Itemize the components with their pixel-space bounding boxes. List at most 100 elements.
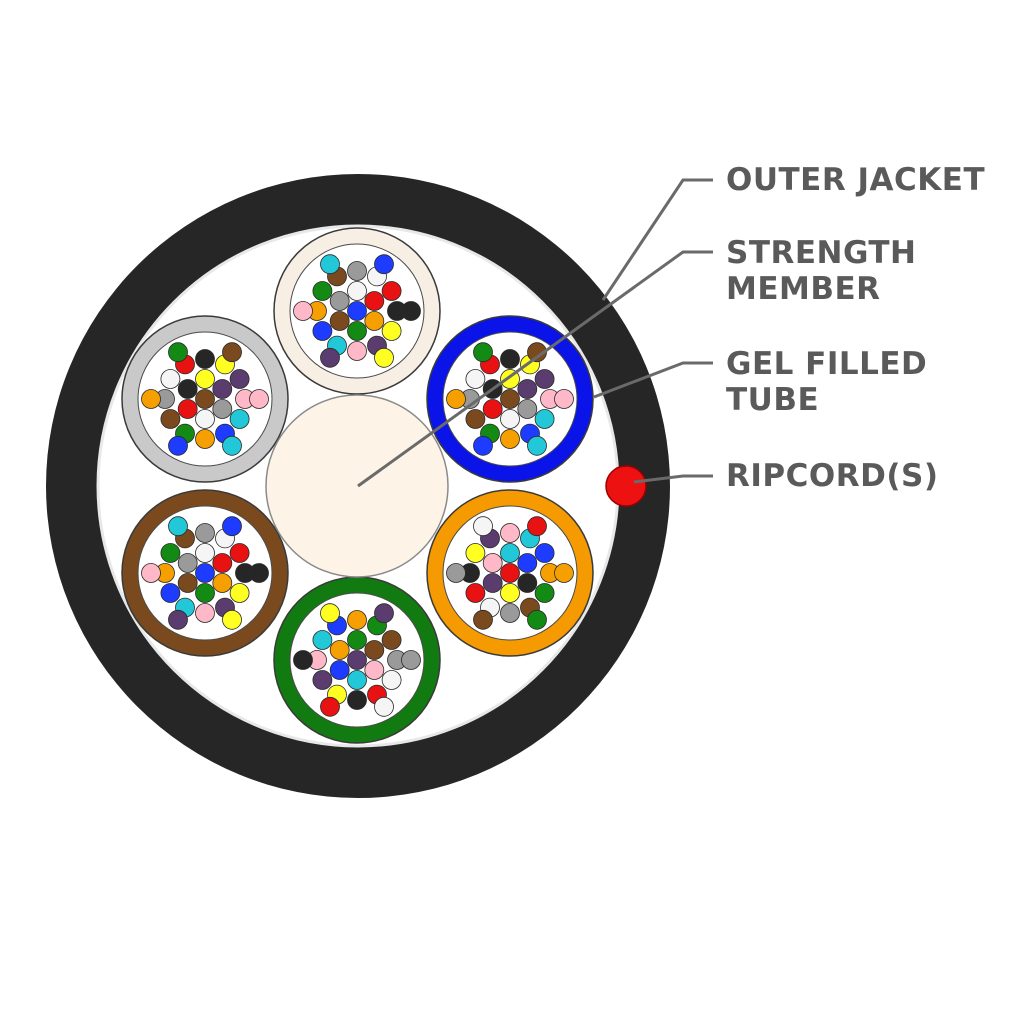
optical-fiber (527, 435, 547, 456)
leader-line-outer-jacket (601, 178, 713, 301)
label-outer-jacket: OUTER JACKET (726, 162, 985, 198)
optical-fiber (374, 347, 394, 368)
optical-fiber (312, 321, 333, 341)
label-strength-member-line1: STRENGTH (726, 235, 917, 271)
optical-fiber (249, 389, 269, 409)
optical-fiber (222, 609, 242, 630)
optical-fiber (374, 254, 394, 275)
optical-fiber (364, 660, 385, 680)
optical-fiber (347, 690, 367, 710)
optical-fiber (195, 349, 215, 369)
central-strength-member (265, 394, 449, 578)
optical-fiber (554, 389, 574, 409)
optical-fiber (293, 301, 313, 321)
optical-fiber (160, 583, 181, 603)
optical-fiber (534, 409, 555, 429)
optical-fiber (320, 603, 340, 624)
optical-fiber (312, 281, 333, 301)
optical-fiber (347, 301, 367, 321)
optical-fiber (212, 379, 233, 399)
optical-fiber (195, 369, 215, 389)
optical-fiber (534, 369, 555, 389)
optical-fiber (329, 311, 350, 331)
optical-fiber (347, 630, 367, 650)
optical-fiber (222, 516, 242, 537)
leader-lines (357, 178, 713, 488)
optical-fiber (222, 342, 242, 363)
optical-fiber (177, 573, 198, 593)
optical-fiber (229, 369, 250, 389)
buffer-tube-bottom (273, 576, 441, 744)
optical-fiber (195, 583, 215, 603)
optical-fiber (347, 610, 367, 630)
optical-fiber (517, 553, 538, 573)
optical-fiber (195, 523, 215, 543)
optical-fiber (195, 389, 215, 409)
optical-fiber (517, 399, 538, 419)
optical-fiber (473, 516, 493, 537)
optical-fiber (446, 389, 466, 409)
optical-fiber (527, 516, 547, 537)
optical-fiber (482, 553, 503, 573)
label-ripcord: RIPCORD(S) (726, 458, 939, 494)
optical-fiber (168, 516, 188, 537)
optical-fiber (364, 311, 385, 331)
label-outer-jacket-text: OUTER JACKET (726, 162, 986, 198)
optical-fiber (401, 301, 421, 321)
optical-fiber (347, 670, 367, 690)
optical-fiber (465, 369, 486, 389)
buffer-tube-top (273, 227, 441, 395)
optical-fiber (160, 409, 181, 429)
optical-fiber (229, 543, 250, 563)
optical-fiber (212, 573, 233, 593)
optical-fiber (364, 640, 385, 660)
optical-fiber (347, 321, 367, 341)
optical-fiber (517, 379, 538, 399)
optical-fiber (141, 389, 161, 409)
optical-fiber (500, 563, 520, 583)
optical-fiber (381, 281, 402, 301)
optical-fiber (195, 603, 215, 623)
leader-line-gel-filled-tube (593, 361, 713, 399)
optical-fiber (482, 399, 503, 419)
optical-fiber (329, 291, 350, 311)
optical-fiber (364, 291, 385, 311)
optical-fiber (160, 543, 181, 563)
optical-fiber (534, 583, 555, 603)
cable-body (46, 174, 670, 798)
optical-fiber (534, 543, 555, 563)
label-gel-filled-tube: GEL FILLED TUBE (726, 346, 927, 418)
optical-fiber (374, 696, 394, 717)
label-gel-filled-tube-line1: GEL FILLED (726, 346, 928, 382)
optical-fiber (401, 650, 421, 670)
label-gel-filled-tube-line2: TUBE (726, 382, 820, 418)
optical-fiber (222, 435, 242, 456)
buffer-tube-upper-left (121, 315, 289, 483)
optical-fiber (500, 429, 520, 449)
optical-fiber (320, 347, 340, 368)
optical-fiber (527, 609, 547, 630)
optical-fiber (517, 573, 538, 593)
buffer-tube-lower-left (121, 489, 289, 657)
optical-fiber (320, 254, 340, 275)
optical-fiber (195, 409, 215, 429)
optical-fiber (500, 523, 520, 543)
buffer-tube-upper-right (426, 315, 594, 483)
optical-fiber (195, 543, 215, 563)
optical-fiber (168, 609, 188, 630)
optical-fiber (500, 603, 520, 623)
optical-fiber (229, 409, 250, 429)
optical-fiber (500, 389, 520, 409)
optical-fiber (177, 399, 198, 419)
optical-fiber (229, 583, 250, 603)
buffer-tube-lower-right (426, 489, 594, 657)
ripcord (605, 465, 647, 507)
optical-fiber (177, 553, 198, 573)
optical-fiber (347, 261, 367, 281)
optical-fiber (312, 670, 333, 690)
optical-fiber (141, 563, 161, 583)
leader-line-strength-member (357, 250, 713, 488)
optical-fiber (500, 409, 520, 429)
